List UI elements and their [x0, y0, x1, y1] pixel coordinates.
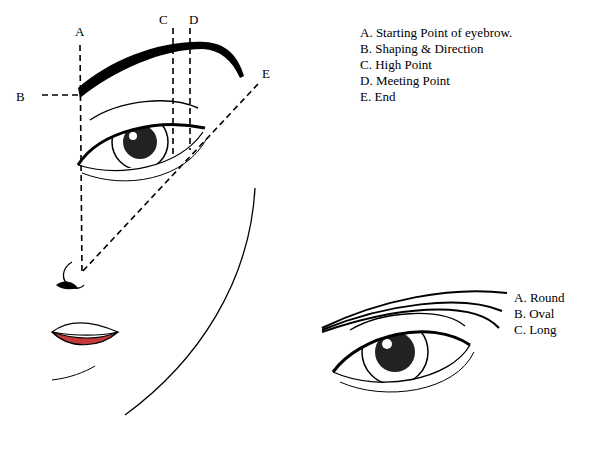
guide-letter: D [189, 12, 198, 27]
shape-option: C. Long [514, 322, 557, 337]
shape-option: A. Round [514, 290, 565, 305]
guide-letter: A [75, 24, 84, 39]
legend-item: A. Starting Point of eyebrow. [360, 25, 512, 40]
legend-item: C. High Point [360, 57, 432, 72]
legend-item: E. End [360, 89, 395, 104]
legend-item: B. Shaping & Direction [360, 41, 484, 56]
guide-letter: B [16, 89, 25, 104]
shape-option: B. Oval [514, 306, 554, 321]
guide-letter: C [159, 12, 168, 27]
guide-lines [42, 28, 258, 272]
eyebrow [78, 42, 244, 98]
legend-item: D. Meeting Point [360, 73, 450, 88]
eyebrow-shapes [322, 291, 507, 332]
guide-letter: E [262, 66, 270, 81]
